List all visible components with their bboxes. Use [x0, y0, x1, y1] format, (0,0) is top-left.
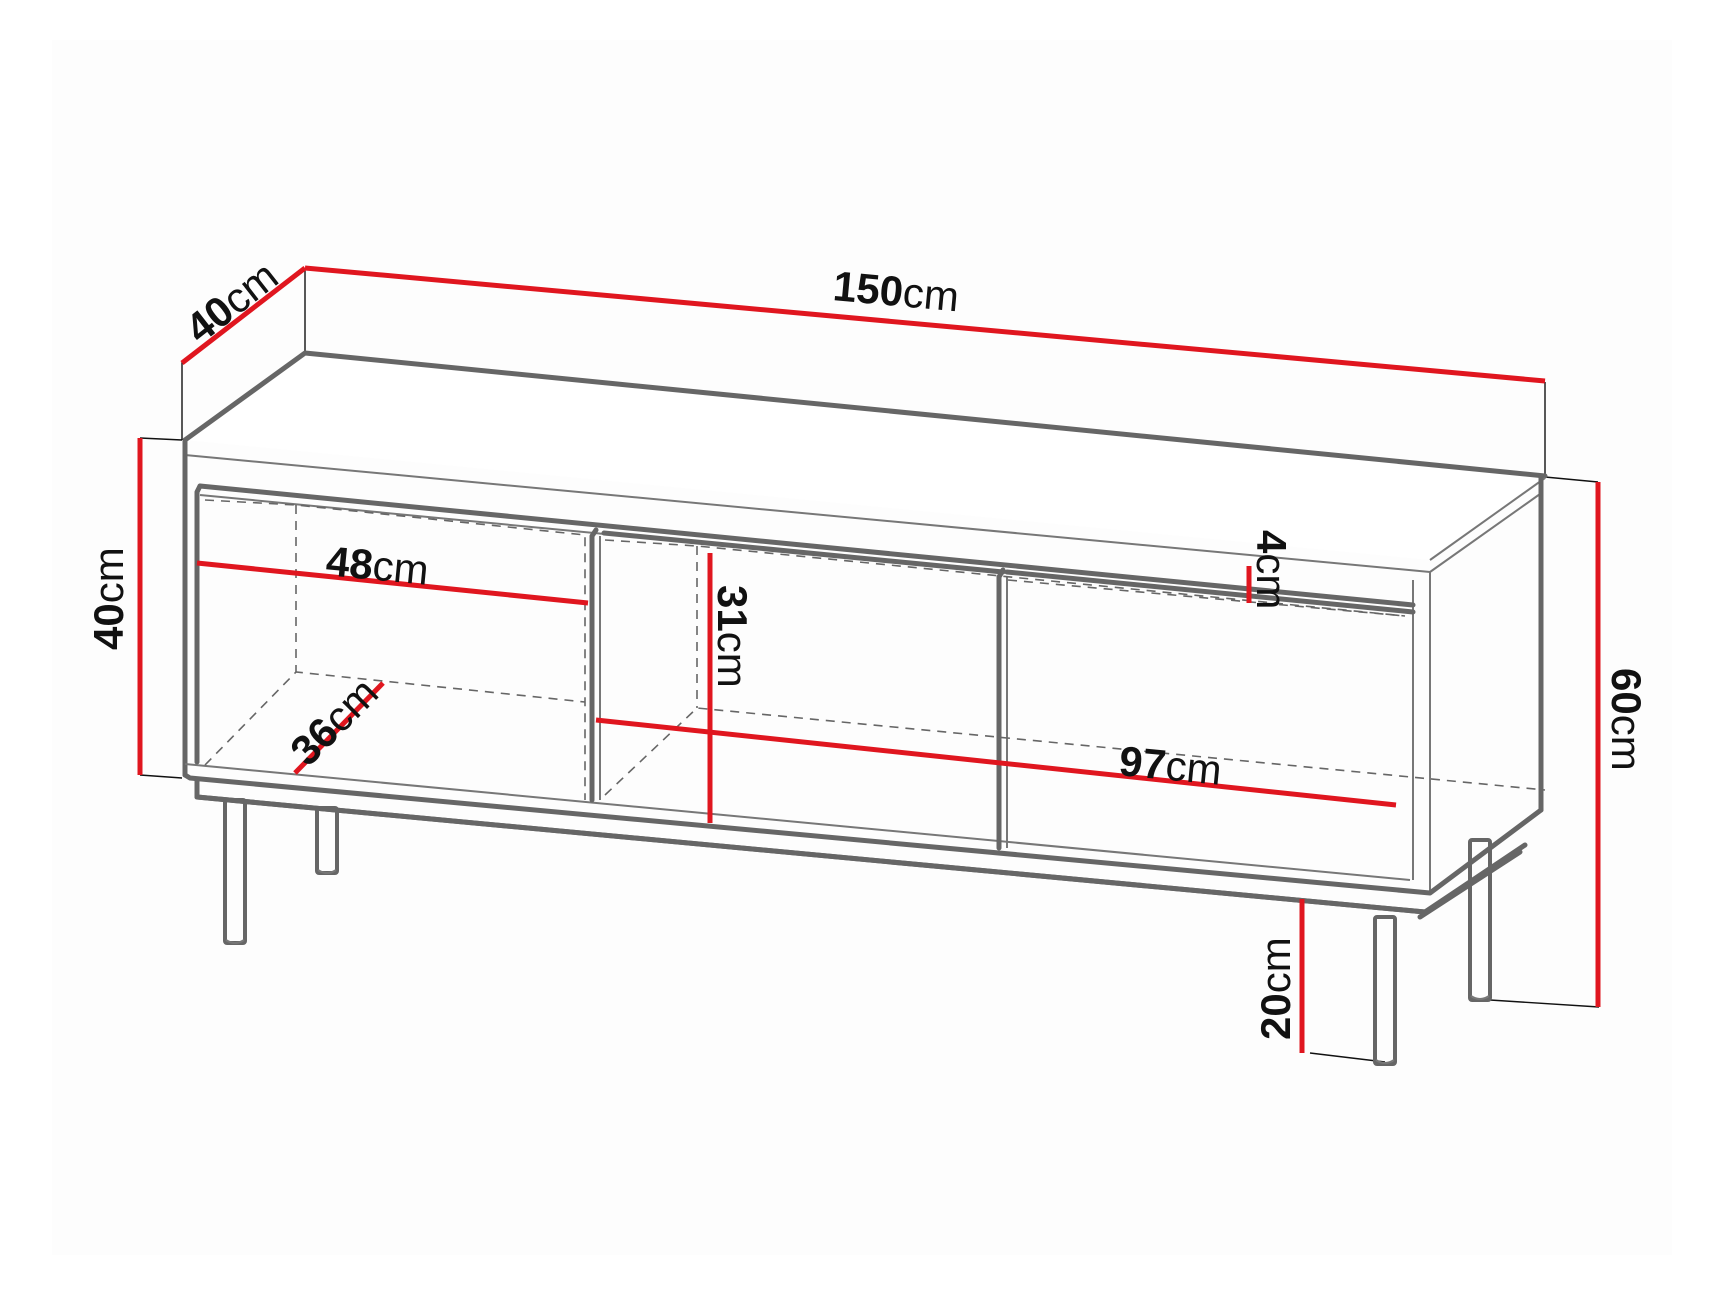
compartment-dividers — [194, 483, 1416, 851]
label-right-width: 97cm — [1117, 737, 1224, 794]
label-inner-height: 31cm — [709, 585, 756, 688]
dimension-labels: 40cm 150cm 40cm 60cm 48cm 36cm 31cm 97cm… — [85, 252, 1650, 1040]
leg-front-right — [1373, 915, 1397, 1066]
label-depth-top: 40cm — [177, 252, 287, 352]
cabinet-body — [182, 437, 1544, 920]
leg-back-left — [315, 806, 339, 875]
label-width-total: 150cm — [831, 262, 961, 320]
label-inner-depth: 36cm — [281, 668, 387, 774]
background-panel — [52, 40, 1672, 1255]
label-height-total: 60cm — [1603, 668, 1650, 771]
leg-back-right — [1468, 838, 1492, 1002]
extension-lines — [139, 268, 1600, 1063]
cabinet-top — [182, 350, 1548, 573]
dim-line-depth-top — [180, 266, 307, 365]
dim-line-inner-depth — [293, 681, 385, 775]
label-height-body: 40cm — [85, 547, 132, 650]
dim-line-right-width — [595, 717, 1397, 808]
legs — [223, 798, 1492, 1066]
dim-line-width-total — [304, 265, 1546, 384]
label-leg-height: 20cm — [1252, 937, 1299, 1040]
leg-front-left — [223, 798, 247, 945]
hidden-edges — [204, 499, 1546, 800]
label-top-gap: 4cm — [1248, 530, 1295, 609]
label-left-width: 48cm — [324, 537, 431, 594]
dimension-lines — [137, 265, 1601, 1053]
dim-line-left-width — [196, 560, 589, 606]
